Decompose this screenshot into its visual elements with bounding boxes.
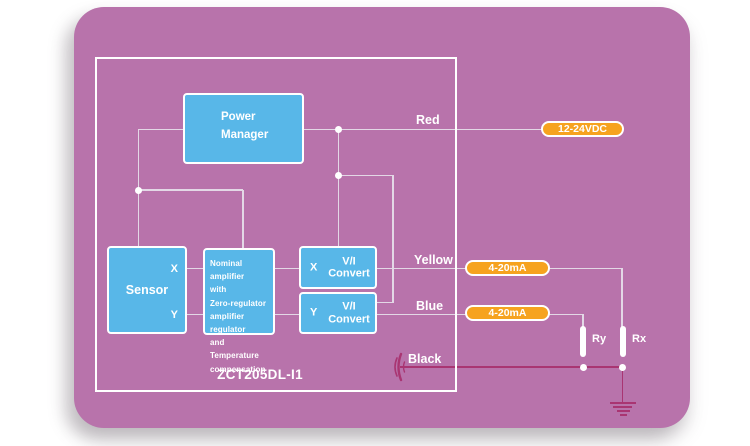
model-label: ZCT205DL-I1 [217,367,303,382]
power-manager-label-line2: Manager [221,128,269,141]
wire-amplifier-supply-vertical [242,190,244,248]
amplifier-block: Nominal amplifier with Zero-regulator am… [203,248,275,374]
red-wire-label: Red [416,113,440,127]
sensor-port-y: Y [170,309,178,321]
wire-viy-supply-horizontal [338,174,393,176]
vi-convert-y-block: Y V/I Convert [299,292,377,334]
junction-dot [134,186,142,194]
wire-blue-vertical [582,314,584,327]
resistor-ry-label: Ry [592,333,607,345]
sensor-label: Sensor [125,283,169,297]
diagram-card [74,7,690,428]
vi-convert-x-label-line1: V/I [342,255,356,267]
amplifier-text-line: compensation [210,364,266,374]
vi-convert-x-block: X V/I Convert [299,246,377,289]
power-manager-label-line1: Power [221,111,256,123]
resistor-ry [580,326,586,357]
junction-dot [334,171,342,179]
resistor-rx-label: Rx [632,333,647,345]
wire-amplifier-x [274,267,299,269]
supply-rating-pill: 12-24VDC [541,121,624,137]
amplifier-text-line: amplifier regulator [210,311,246,335]
yellow-output-rating-pill: 4-20mA [465,260,550,276]
amplifier-text-line: Nominal amplifier [210,259,245,282]
vi-convert-y-port: Y [310,306,318,319]
blue-output-rating-pill: 4-20mA [465,305,550,321]
wire-viy-supply-stub [376,301,393,303]
wire-ground-vertical [621,368,623,402]
sensor-port-x: X [170,263,178,275]
junction-dot [334,125,342,133]
vi-convert-x-label-line2: Convert [328,267,370,280]
wire-red-horizontal [303,128,543,130]
sensor-block: Sensor X Y [107,246,187,334]
vi-convert-x-port: X [310,261,318,273]
wire-vix-supply-vertical [337,129,339,246]
wire-sensor-x [187,267,203,269]
wire-viy-supply-vertical [392,175,394,303]
wire-yellow-vertical [621,268,623,327]
wire-black-horizontal [400,365,623,368]
cable-entry-icon [394,352,406,382]
amplifier-text-line: and Temperature [210,338,259,361]
junction-dot [579,363,587,371]
amplifier-text-line: with [210,285,227,295]
wire-amplifier-supply-horizontal [138,189,243,191]
wire-sensor-y [187,313,203,315]
junction-dot [618,363,626,371]
wire-amplifier-y [274,313,299,315]
blue-wire-label: Blue [416,299,444,313]
wire-powermanager-left [138,128,183,130]
black-wire-label: Black [408,352,442,366]
power-manager-block: Power Manager [183,93,304,164]
amplifier-text-line: Zero-regulator [210,298,267,308]
module-boundary-frame [95,57,457,392]
yellow-wire-label: Yellow [414,253,453,267]
vi-convert-y-label-line2: Convert [328,313,370,325]
vi-convert-y-label-line1: V/I [342,300,356,313]
resistor-rx [620,326,626,357]
